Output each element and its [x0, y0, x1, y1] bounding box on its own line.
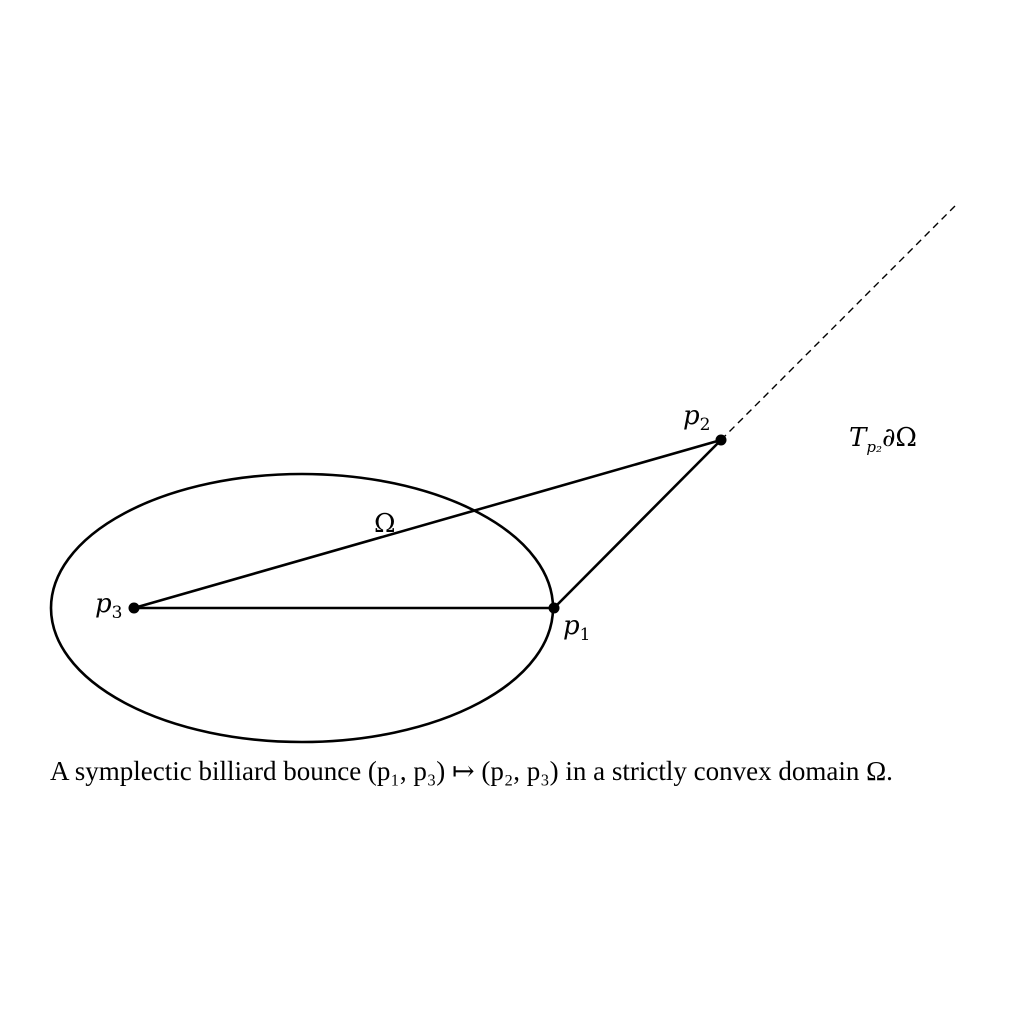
- point-p2: [715, 434, 727, 446]
- label-p1: p1: [563, 611, 590, 645]
- tangent-label-sub: p₂: [866, 438, 882, 456]
- label-p2: p2: [683, 401, 710, 435]
- tangent-label: Tp₂∂Ω: [849, 423, 917, 456]
- figure-caption: A symplectic billiard bounce (p₁, p₃) ↦ …: [50, 756, 893, 786]
- segment-p3-p2: [133, 438, 722, 610]
- point-p1: [548, 602, 560, 614]
- label-p2-main: p: [683, 401, 700, 431]
- tangent-line-dashed: [720, 205, 956, 441]
- label-p1-main: p: [563, 611, 580, 641]
- tangent-label-main: T: [849, 423, 868, 453]
- segment-p1-p2: [553, 439, 722, 609]
- label-p3-sub: 3: [112, 603, 123, 623]
- label-p3-main: p: [95, 589, 112, 619]
- point-p3: [128, 602, 140, 614]
- label-p3: p3: [95, 589, 122, 623]
- label-p1-sub: 1: [580, 625, 591, 645]
- tangent-label-rest: ∂Ω: [882, 423, 917, 453]
- domain-label: Ω: [374, 509, 396, 539]
- label-p2-sub: 2: [700, 415, 711, 435]
